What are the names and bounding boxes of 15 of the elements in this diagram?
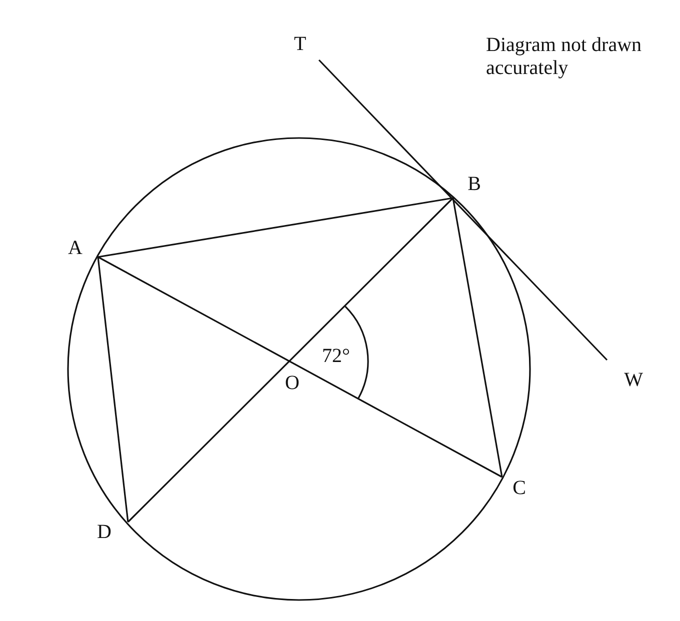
line-segment [318,59,608,361]
line-segment [127,197,454,523]
point-label: W [624,370,643,390]
line-segment [97,256,129,522]
point-label: B [468,174,481,194]
line-segment [98,256,502,478]
point-label: T [294,34,306,54]
angle-label: 72° [322,345,350,368]
point-label: A [68,238,82,258]
point-label: D [97,522,112,542]
point-label: C [512,478,526,498]
line-segment [452,198,503,478]
note-text: Diagram not drawn accurately [486,34,643,80]
point-label: O [285,372,300,395]
line-segment [98,197,454,258]
